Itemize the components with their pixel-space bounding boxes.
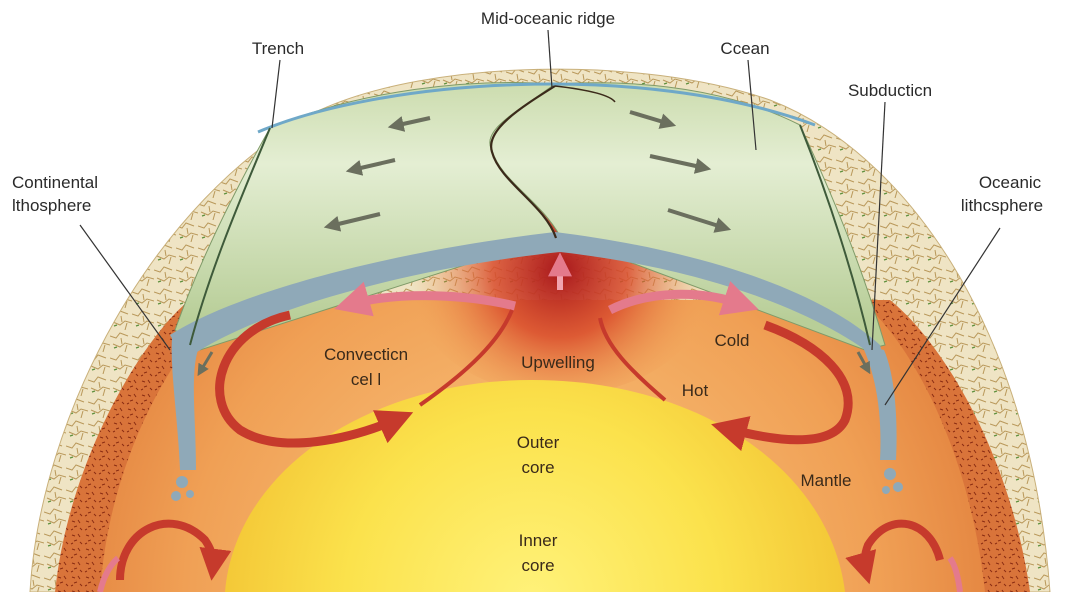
subduction-label: Subducticn [848,81,932,100]
mid-oceanic-ridge-label: Mid-oceanic ridge [481,9,615,28]
continental-lithosphere-label-line1: Continental [12,173,98,192]
slab-fragment [186,490,194,498]
cold-label: Cold [715,331,750,350]
ocean-label: Ccean [720,39,769,58]
trench-label: Trench [252,39,304,58]
upwelling-label: Upwelling [521,353,595,372]
slab-fragment [882,486,890,494]
convection-cell-label-line2: cel l [351,370,381,389]
hot-label: Hot [682,381,709,400]
inner-core-label-line1: Inner [519,531,558,550]
continental-lithosphere-label-line2: lthosphere [12,196,91,215]
oceanic-lithosphere-label-line1: Oceanic [979,173,1042,192]
slab-fragment [893,482,903,492]
slab-fragment [171,491,181,501]
convection-cell-label-line1: Convecticn [324,345,408,364]
outer-core-label-line1: Outer [517,433,560,452]
outer-core-label-line2: core [521,458,554,477]
mantle-label: Mantle [800,471,851,490]
inner-core-label-line2: core [521,556,554,575]
slab-fragment [176,476,188,488]
oceanic-lithosphere-label-line2: lithcsphere [961,196,1043,215]
slab-fragment [884,468,896,480]
